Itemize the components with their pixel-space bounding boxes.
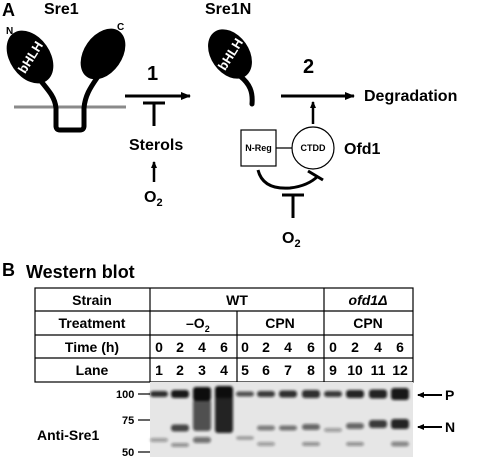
sre1-label: Sre1 [44, 1, 79, 18]
time-cell-10: 2 [351, 339, 359, 355]
blot-lane-7 [279, 390, 297, 431]
blot-lane-3 [193, 387, 211, 443]
step-2-number: 2 [303, 56, 314, 78]
nreg-inhibit-cap [307, 169, 324, 182]
nreg-text: N-Reg [245, 143, 272, 153]
strain-wt: WT [226, 292, 248, 308]
lane-cell-1: 1 [155, 362, 163, 378]
lane-cell-9: 9 [329, 362, 337, 378]
western-blot-image [150, 382, 413, 457]
degradation-label: Degradation [364, 88, 457, 105]
sterols-label: Sterols [129, 137, 183, 154]
blot-lane-12 [391, 388, 409, 447]
time-cell-2: 2 [176, 339, 184, 355]
treatment-cpn-wt: CPN [265, 315, 295, 331]
band-n-label: N [445, 419, 455, 435]
time-cell-1: 0 [155, 339, 163, 355]
blot-lane-11 [369, 389, 387, 428]
time-cell-4: 6 [220, 339, 228, 355]
c-terminus-label: C [117, 22, 124, 33]
time-cell-3: 4 [198, 339, 206, 355]
band-p-label: P [445, 387, 454, 403]
sre1n-tail [237, 73, 255, 107]
antibody-label: Anti-Sre1 [37, 427, 99, 443]
o2-label-1: O2 [144, 189, 163, 209]
treatment-minus-o2: –O2 [186, 315, 210, 334]
bhlh-domain-sre1: bHLH [6, 30, 54, 84]
bhlh-domain-sre1n: bHLH [208, 29, 252, 79]
lane-cell-6: 6 [262, 362, 270, 378]
lane-cell-2: 2 [176, 362, 184, 378]
lane-cell-8: 8 [307, 362, 315, 378]
panel-a-label: A [2, 0, 15, 20]
lane-cell-11: 11 [371, 362, 386, 378]
row-header-0: Strain [72, 292, 112, 308]
row-header-1: Treatment [59, 315, 126, 331]
ctdd-circle [291, 126, 335, 170]
time-cell-6: 2 [262, 339, 270, 355]
time-cell-11: 4 [374, 339, 382, 355]
marker-75: 75 [122, 415, 134, 427]
panel-b-label: B [2, 260, 15, 280]
row-header-2: Time (h) [65, 339, 119, 355]
marker-100: 100 [116, 389, 134, 401]
time-cell-7: 4 [284, 339, 292, 355]
lane-cell-10: 10 [347, 362, 363, 378]
nreg-inhibit-arc [256, 169, 320, 190]
blot-lane-1 [150, 391, 168, 442]
blot-lane-9 [324, 391, 342, 432]
step-1-number: 1 [147, 63, 158, 85]
n-terminus-label: N [6, 26, 13, 37]
o2-label-2: O2 [282, 230, 301, 250]
western-blot-title: Western blot [26, 262, 135, 282]
c-terminal-domain [80, 28, 126, 80]
time-cell-12: 6 [396, 339, 404, 355]
blot-lane-2 [171, 390, 189, 447]
blot-lane-4 [215, 386, 233, 433]
nreg-box [240, 129, 277, 167]
ofd1-label: Ofd1 [344, 141, 381, 158]
lane-cell-5: 5 [241, 362, 249, 378]
blot-lane-10 [346, 390, 364, 446]
time-cell-9: 0 [329, 339, 337, 355]
treatment-cpn-mut: CPN [353, 315, 383, 331]
marker-50: 50 [122, 447, 134, 459]
sre1n-label: Sre1N [205, 1, 251, 18]
lane-cell-4: 4 [220, 362, 228, 378]
time-cell-8: 6 [307, 339, 315, 355]
ctdd-text: CTDD [301, 143, 326, 153]
blot-lane-5 [236, 391, 254, 440]
row-header-3: Lane [76, 362, 109, 378]
lane-cell-12: 12 [392, 362, 408, 378]
lane-cell-3: 3 [198, 362, 206, 378]
time-cell-5: 0 [241, 339, 249, 355]
blot-lane-8 [302, 390, 320, 446]
strain-ofd1-deletion: ofd1Δ [349, 292, 388, 308]
lane-cell-7: 7 [284, 362, 292, 378]
blot-lane-6 [257, 391, 275, 446]
transmembrane-loop [37, 75, 100, 133]
